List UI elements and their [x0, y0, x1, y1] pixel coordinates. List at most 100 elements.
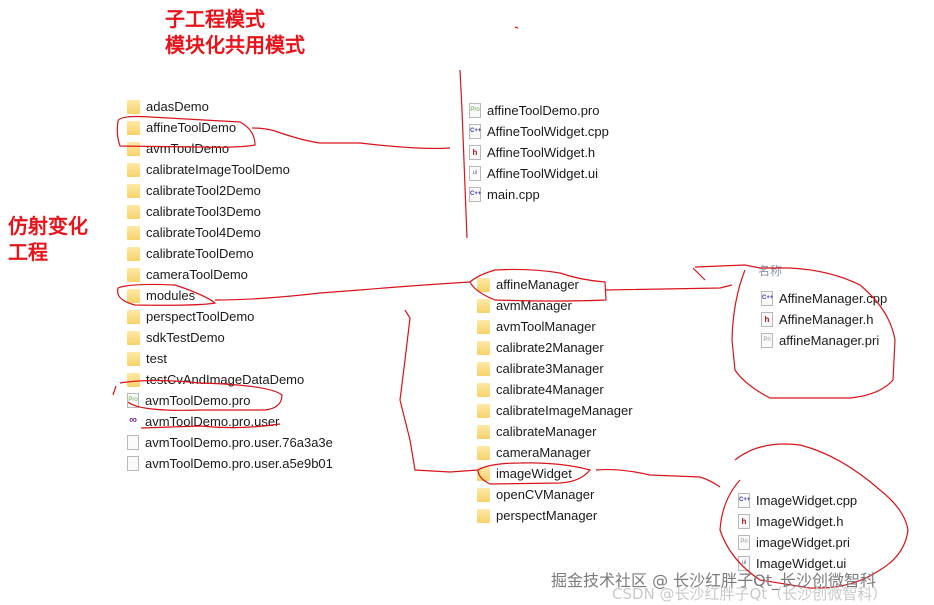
file-item[interactable]: ∞avmToolDemo.pro.user: [127, 411, 279, 432]
file-item[interactable]: cameraToolDemo: [127, 264, 248, 285]
folder-icon: [477, 361, 490, 376]
file-item[interactable]: avmManager: [477, 295, 572, 316]
folder-icon: [127, 288, 140, 303]
file-name: avmToolDemo.pro.user.a5e9b01: [145, 456, 333, 471]
folder-icon: [127, 225, 140, 240]
folder-icon: [127, 120, 140, 135]
file-item[interactable]: calibrateTool4Demo: [127, 222, 261, 243]
folder-icon: [477, 403, 490, 418]
folder-icon: [477, 424, 490, 439]
file-item[interactable]: Pri imageWidget.pri: [738, 532, 850, 553]
file-item[interactable]: testCvAndImageDataDemo: [127, 369, 304, 390]
file-name: avmToolDemo: [146, 141, 230, 156]
file-name: avmToolDemo.pro: [145, 393, 251, 408]
pri-file-icon: Pri: [738, 535, 750, 550]
file-item[interactable]: modules: [127, 285, 195, 306]
file-name: calibrateImageManager: [496, 403, 633, 418]
title-line-2: 模块化共用模式: [165, 33, 305, 57]
file-name: calibrate2Manager: [496, 340, 604, 355]
left-line-2: 工程: [8, 240, 48, 264]
pro-file-icon: Pro: [127, 393, 139, 408]
folder-icon: [477, 466, 490, 481]
file-item[interactable]: openCVManager: [477, 484, 594, 505]
file-item[interactable]: Pro affineToolDemo.pro: [469, 100, 600, 121]
file-name: perspectToolDemo: [146, 309, 255, 324]
title-line-1: 子工程模式: [165, 7, 265, 31]
file-item[interactable]: C++ ImageWidget.cpp: [738, 490, 857, 511]
blank-file-icon: [127, 435, 139, 450]
file-name: calibrate4Manager: [496, 382, 604, 397]
file-item[interactable]: adasDemo: [127, 96, 209, 117]
folder-icon: [127, 99, 140, 114]
cpp-file-icon: C++: [761, 291, 773, 306]
file-name: imageWidget: [496, 466, 572, 481]
file-item[interactable]: C++ main.cpp: [469, 184, 540, 205]
file-name: cameraManager: [496, 445, 591, 460]
file-item[interactable]: calibrateTool2Demo: [127, 180, 261, 201]
header-file-icon: h: [738, 514, 750, 529]
folder-icon: [127, 372, 140, 387]
ui-file-icon: ui: [469, 166, 481, 181]
file-name: openCVManager: [496, 487, 595, 502]
file-item[interactable]: affineManager: [477, 274, 579, 295]
folder-icon: [127, 267, 140, 282]
file-name: perspectManager: [496, 508, 598, 523]
folder-icon: [127, 351, 140, 366]
file-name: AffineToolWidget.ui: [487, 166, 599, 181]
file-item[interactable]: calibrateToolDemo: [127, 243, 254, 264]
file-item[interactable]: perspectManager: [477, 505, 597, 526]
blank-file-icon: [127, 456, 139, 471]
file-name: avmToolManager: [496, 319, 596, 334]
file-item[interactable]: C++AffineManager.cpp: [761, 288, 887, 309]
file-item[interactable]: perspectToolDemo: [127, 306, 254, 327]
cpp-file-icon: C++: [469, 187, 481, 202]
header-file-icon: h: [761, 312, 773, 327]
file-name: cameraToolDemo: [146, 267, 248, 282]
file-item[interactable]: C++AffineToolWidget.cpp: [469, 121, 609, 142]
file-item[interactable]: calibrateTool3Demo: [127, 201, 261, 222]
juejin-watermark: 掘金技术社区 @ 长沙红胖子Qt_长沙创微智科: [551, 571, 877, 590]
file-name: ImageWidget.cpp: [756, 493, 858, 508]
left-annotation: 仿射变化 工程: [8, 213, 88, 265]
file-name: calibrateTool4Demo: [146, 225, 261, 240]
file-item[interactable]: imageWidget: [477, 463, 572, 484]
column-header-name[interactable]: 名称: [758, 264, 783, 278]
file-item[interactable]: avmToolDemo.pro.user.76a3a3e: [127, 432, 333, 453]
file-item[interactable]: calibrateImageManager: [477, 400, 633, 421]
folder-icon: [477, 382, 490, 397]
cpp-file-icon: C++: [738, 493, 750, 508]
file-name: avmToolDemo.pro.user: [145, 414, 280, 429]
pro-file-icon: Pro: [469, 103, 481, 118]
file-name: imageWidget.pri: [756, 535, 850, 550]
file-name: AffineToolWidget.cpp: [487, 124, 609, 139]
file-item[interactable]: cameraManager: [477, 442, 591, 463]
file-item[interactable]: calibrate4Manager: [477, 379, 604, 400]
file-item[interactable]: sdkTestDemo: [127, 327, 225, 348]
file-name: main.cpp: [487, 187, 540, 202]
folder-icon: [477, 298, 490, 313]
file-item[interactable]: test: [127, 348, 167, 369]
folder-icon: [127, 309, 140, 324]
file-name: calibrateManager: [496, 424, 597, 439]
file-name: affineToolDemo.pro: [487, 103, 600, 118]
file-item[interactable]: avmToolManager: [477, 316, 596, 337]
file-item[interactable]: ui AffineToolWidget.ui: [469, 163, 598, 184]
file-item[interactable]: avmToolDemo: [127, 138, 229, 159]
file-item[interactable]: calibrate2Manager: [477, 337, 604, 358]
folder-icon: [477, 445, 490, 460]
file-item[interactable]: Pro avmToolDemo.pro: [127, 390, 251, 411]
file-item[interactable]: calibrateImageToolDemo: [127, 159, 290, 180]
file-item[interactable]: calibrateManager: [477, 421, 596, 442]
file-name: calibrateTool3Demo: [146, 204, 261, 219]
folder-icon: [477, 487, 490, 502]
file-item[interactable]: avmToolDemo.pro.user.a5e9b01: [127, 453, 333, 474]
file-name: affineManager: [496, 277, 579, 292]
file-item[interactable]: calibrate3Manager: [477, 358, 604, 379]
file-name: test: [146, 351, 167, 366]
left-line-1: 仿射变化: [8, 214, 88, 238]
file-item[interactable]: affineToolDemo: [127, 117, 236, 138]
